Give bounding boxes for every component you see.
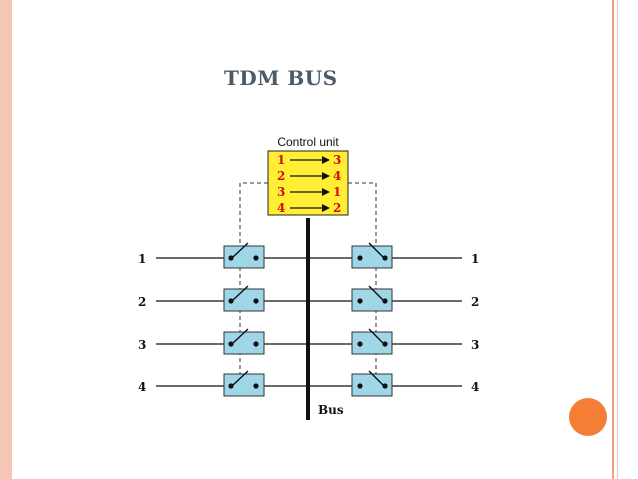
- left-input-label: 2: [138, 295, 146, 309]
- control-unit-box: [267, 150, 349, 216]
- bus-label: Bus: [318, 403, 344, 417]
- slide-right-border-thin: [617, 0, 618, 479]
- bus-links: [264, 257, 352, 387]
- right-output-label: 2: [471, 295, 479, 309]
- switch: [351, 370, 393, 397]
- mapping-from: 3: [277, 185, 285, 199]
- slide-title: TDM BUS: [224, 66, 338, 90]
- decorative-orange-circle: [569, 398, 607, 436]
- right-output-label: 4: [471, 380, 479, 394]
- right-output-label: 3: [471, 338, 479, 352]
- mapping-from: 4: [277, 201, 285, 215]
- control-lines: [239, 182, 377, 388]
- right-control-line: [348, 182, 377, 388]
- slide-left-border: [0, 0, 12, 479]
- mapping-arrowhead: [322, 172, 330, 180]
- left-input-lines: [156, 257, 224, 387]
- mapping-to: 1: [333, 185, 341, 199]
- mapping-row: 1 3: [277, 153, 341, 167]
- left-input-label: 3: [138, 338, 146, 352]
- left-input-label: 4: [138, 380, 146, 394]
- switch: [223, 285, 265, 312]
- mapping-from: 2: [277, 169, 285, 183]
- control-unit-mapping: 1 3 2 4 3 1 4 2: [277, 153, 341, 215]
- left-switches: [223, 242, 265, 397]
- left-control-line: [239, 182, 268, 388]
- mapping-row: 4 2: [277, 201, 341, 215]
- switch: [351, 242, 393, 269]
- mapping-row: 3 1: [277, 185, 341, 199]
- mapping-from: 1: [277, 153, 285, 167]
- left-input-label: 1: [138, 252, 146, 266]
- switch: [223, 370, 265, 397]
- switch: [351, 328, 393, 355]
- switch: [223, 328, 265, 355]
- slide-right-border: [612, 0, 614, 479]
- right-output-label: 1: [471, 252, 479, 266]
- mapping-to: 3: [333, 153, 341, 167]
- right-switches: [351, 242, 393, 397]
- mapping-arrowhead: [322, 188, 330, 196]
- control-unit-label: Control unit: [277, 135, 339, 149]
- mapping-to: 4: [333, 169, 341, 183]
- switch: [223, 242, 265, 269]
- mapping-row: 2 4: [277, 169, 341, 183]
- right-output-lines: [392, 257, 462, 387]
- mapping-arrowhead: [322, 156, 330, 164]
- mapping-to: 2: [333, 201, 341, 215]
- mapping-arrowhead: [322, 204, 330, 212]
- switch: [351, 285, 393, 312]
